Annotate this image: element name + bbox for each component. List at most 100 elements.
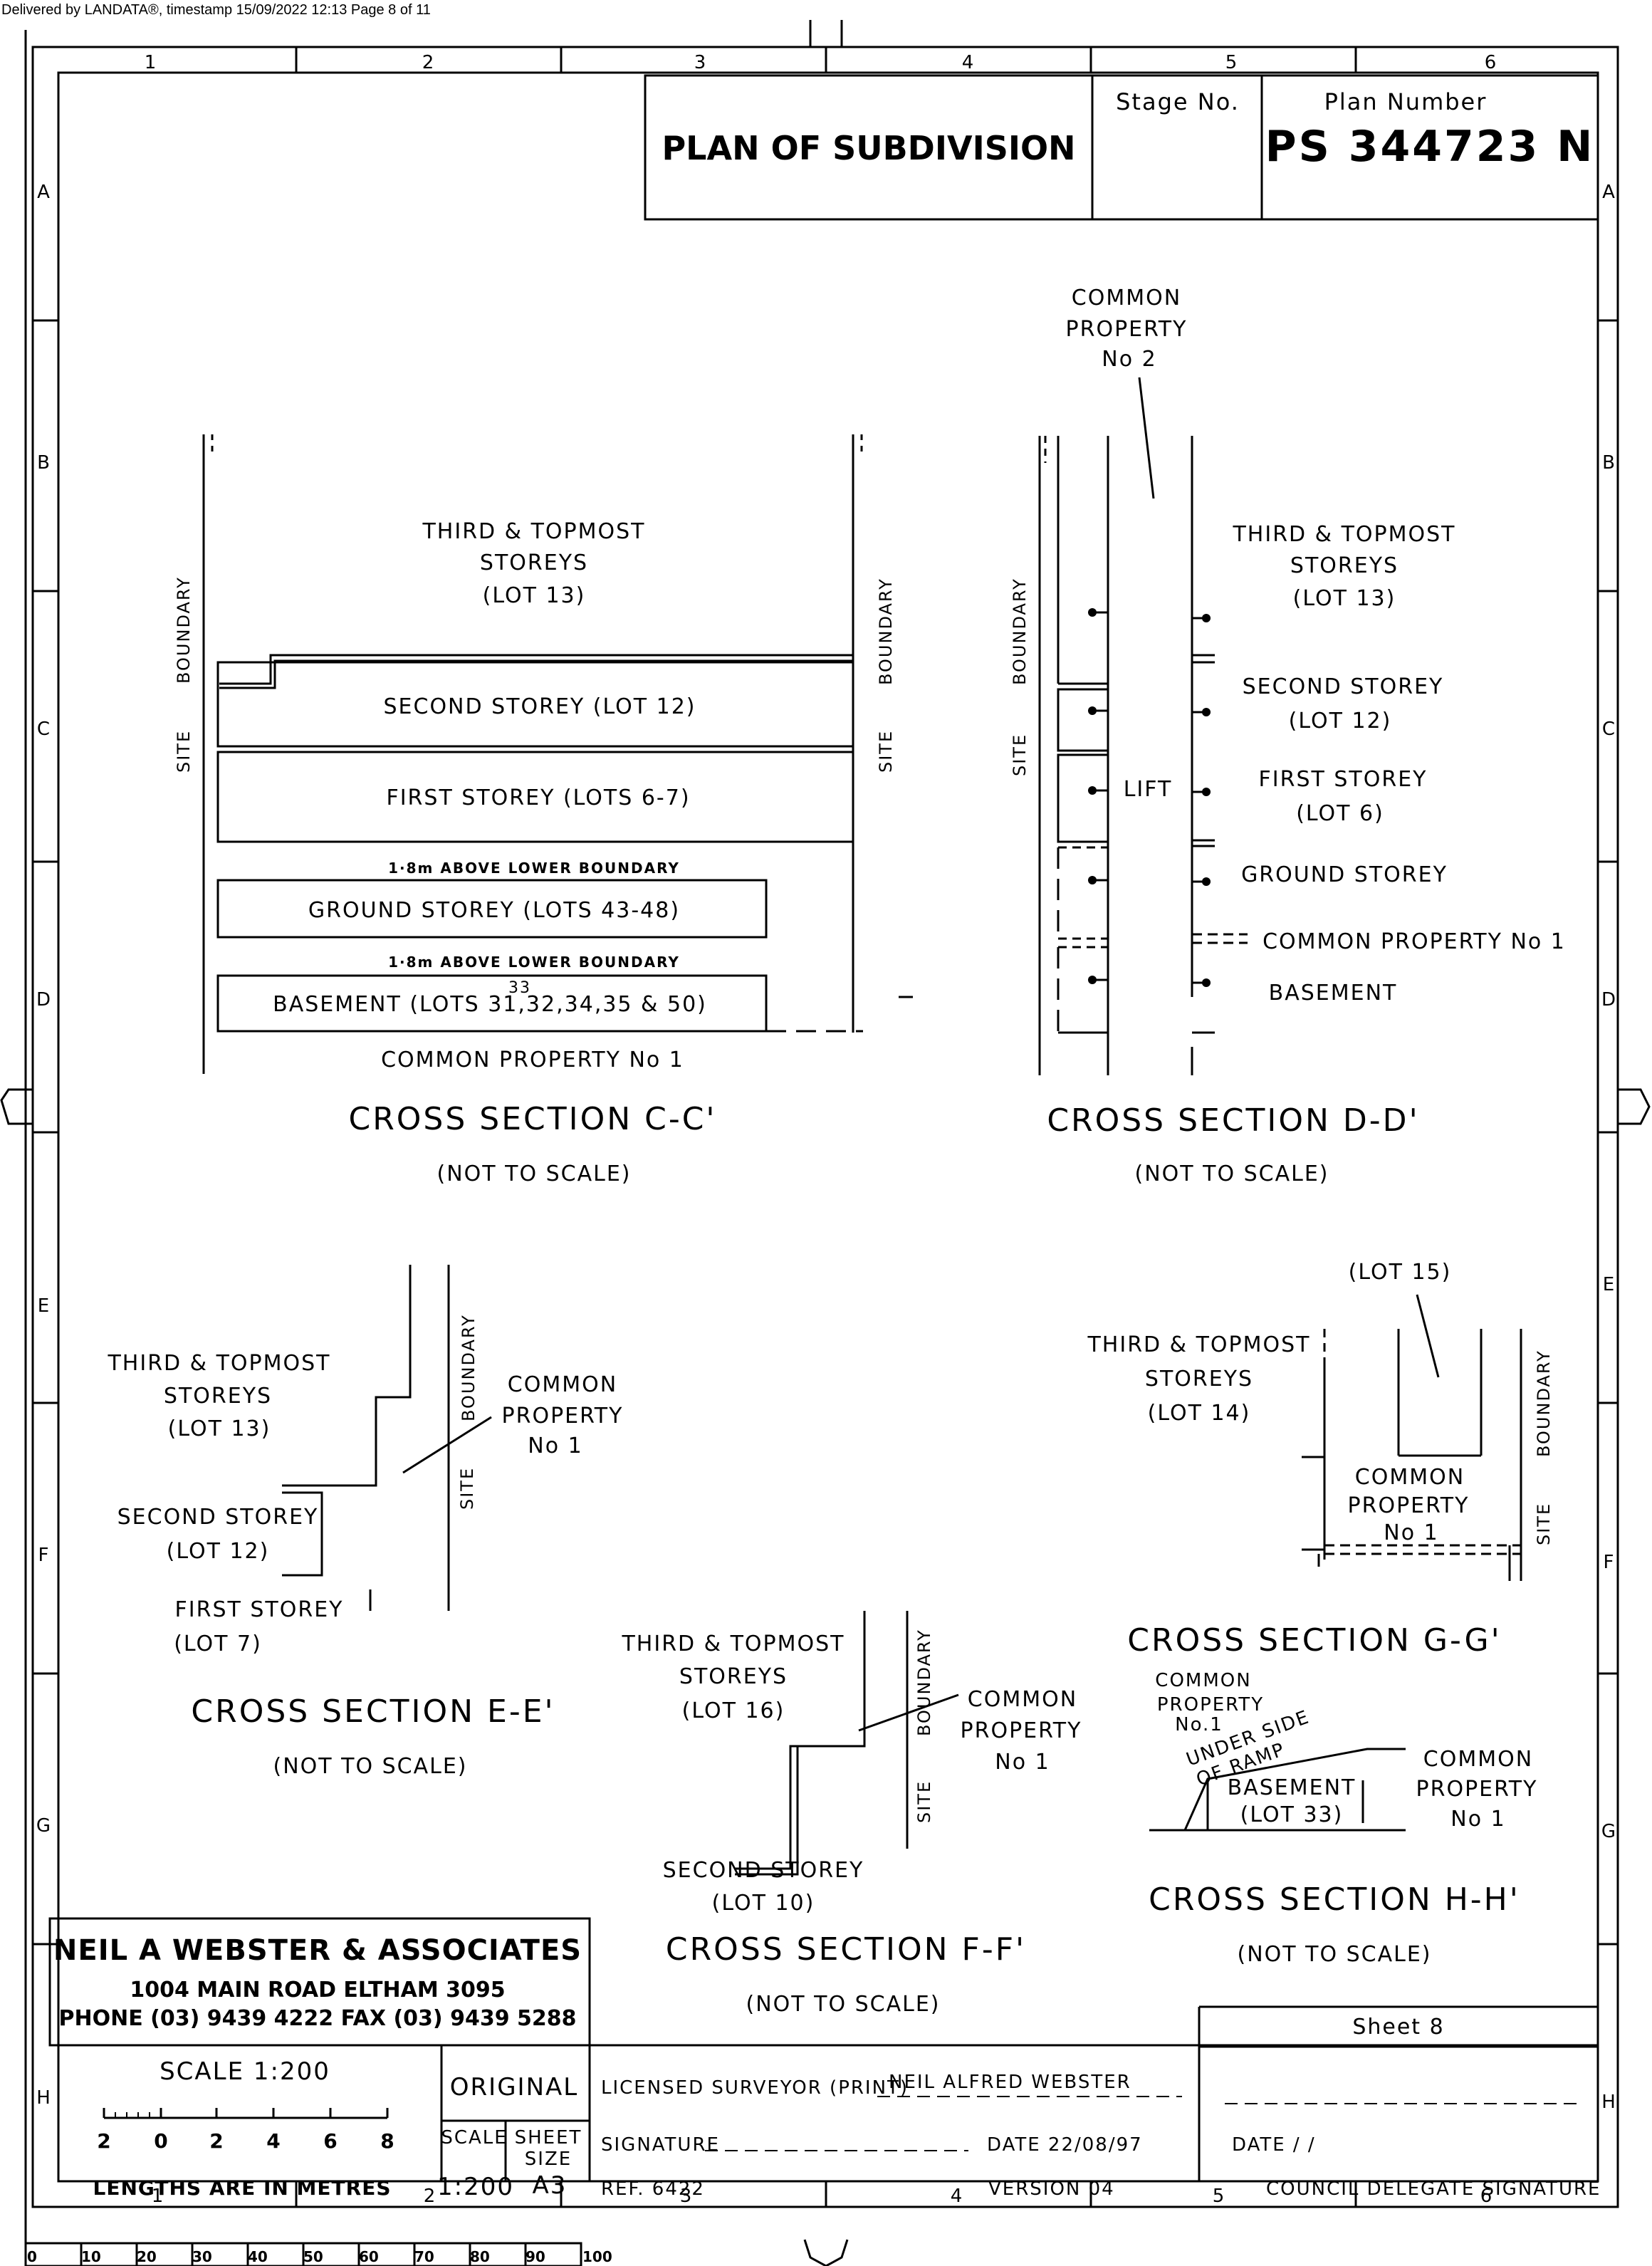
dd-title: CROSS SECTION D-D': [1047, 1102, 1419, 1139]
scale-bar-label: 2: [97, 2129, 110, 2153]
ee-boundary-label: BOUNDARY: [459, 1314, 479, 1421]
cc-title: CROSS SECTION C-C': [348, 1101, 716, 1137]
ee-second-label: SECOND STOREY: [117, 1505, 319, 1530]
section-ee-drawing: [282, 1265, 492, 1611]
cc-above-note: 1·8m ABOVE LOWER BOUNDARY: [388, 954, 680, 971]
dd-third-label: THIRD & TOPMOST: [1232, 522, 1455, 547]
gg-title: CROSS SECTION G-G': [1127, 1622, 1501, 1659]
scale-bar-label: 6: [323, 2129, 337, 2153]
col-label: 4: [962, 52, 976, 73]
council-date: DATE / /: [1232, 2134, 1316, 2156]
ee-cp-label: No 1: [528, 1434, 582, 1458]
sheet-size-label: SHEET: [515, 2127, 582, 2148]
dd-cp1-label: COMMON PROPERTY No 1: [1262, 929, 1566, 954]
col-label: 2: [424, 2186, 437, 2207]
inner-frame: [57, 71, 1599, 2183]
scale-bar-label: 4: [266, 2129, 280, 2153]
dd-site-label: SITE: [1010, 733, 1030, 776]
cc-site-label: SITE: [876, 730, 896, 773]
header-box: [644, 74, 1599, 221]
ee-third-label: STOREYS: [164, 1384, 272, 1409]
hh-cp-right-label: PROPERTY: [1416, 1777, 1538, 1802]
section-gg-drawing: [1302, 1294, 1522, 1581]
dd-first-label: FIRST STOREY: [1259, 767, 1428, 792]
ff-cp-label: PROPERTY: [961, 1718, 1082, 1743]
ff-cp-label: No 1: [995, 1750, 1050, 1775]
ee-cp-label: PROPERTY: [502, 1404, 624, 1429]
row-label: A: [1602, 182, 1616, 203]
surveyor-label: LICENSED SURVEYOR (PRINT): [601, 2077, 909, 2099]
col-label: 1: [152, 2186, 165, 2207]
ruler-label: 100: [582, 2248, 612, 2265]
hh-cp-right-label: COMMON: [1423, 1747, 1533, 1772]
ruler-label: 20: [137, 2248, 157, 2265]
ee-first-label: (LOT 7): [174, 1631, 262, 1656]
ruler-label: 60: [359, 2248, 379, 2265]
col-label: 3: [694, 52, 708, 73]
ee-third-label: THIRD & TOPMOST: [107, 1351, 330, 1376]
ff-title: CROSS SECTION F-F': [666, 1931, 1026, 1968]
ff-third-label: THIRD & TOPMOST: [621, 1631, 845, 1656]
hh-basement-label: (LOT 33): [1240, 1802, 1344, 1827]
dd-note: (NOT TO SCALE): [1135, 1161, 1329, 1186]
col-label: 5: [1225, 52, 1239, 73]
section-dd-drawing: [1038, 377, 1248, 1075]
ruler-label: 70: [414, 2248, 434, 2265]
cc-second-label: SECOND STOREY (LOT 12): [384, 694, 696, 719]
gg-site-label: SITE: [1534, 1503, 1554, 1545]
cc-third-label: STOREYS: [480, 550, 588, 575]
col-label: 1: [145, 52, 158, 73]
ee-cp-label: COMMON: [508, 1372, 617, 1397]
council-signature-label: COUNCIL DELEGATE SIGNATURE: [1266, 2178, 1601, 2200]
cc-third-label: THIRD & TOPMOST: [422, 519, 645, 544]
ee-first-label: FIRST STOREY: [175, 1597, 344, 1622]
dd-basement-label: BASEMENT: [1269, 981, 1398, 1006]
dd-cp2-label: COMMON: [1072, 286, 1181, 310]
ff-site-label: SITE: [914, 1780, 934, 1823]
title-block: [48, 1917, 1598, 2181]
firm-name: NEIL A WEBSTER & ASSOCIATES: [53, 1934, 582, 1967]
scale-label: SCALE: [441, 2127, 507, 2148]
ruler-label: 10: [81, 2248, 101, 2265]
ff-third-label: STOREYS: [679, 1664, 788, 1689]
ee-site-label: SITE: [457, 1467, 477, 1510]
ff-second-label: SECOND STOREY: [663, 1858, 864, 1883]
row-label: H: [36, 2087, 52, 2109]
hh-cp-left-label: COMMON: [1155, 1670, 1251, 1691]
cc-note: (NOT TO SCALE): [437, 1161, 632, 1186]
ee-third-label: (LOT 13): [168, 1416, 271, 1441]
dd-cp2-label: PROPERTY: [1066, 317, 1188, 342]
row-label: B: [1602, 452, 1616, 474]
ff-note: (NOT TO SCALE): [746, 1992, 941, 2017]
cc-third-label: (LOT 13): [483, 583, 586, 608]
survey-date: DATE 22/08/97: [987, 2134, 1143, 2156]
cc-boundary-label: BOUNDARY: [174, 576, 194, 684]
cc-basement-label: BASEMENT (LOTS 31,32,34,35 & 50): [273, 992, 707, 1017]
firm-phone: PHONE (03) 9439 4222 FAX (03) 9439 5288: [58, 2006, 576, 2031]
section-ff-drawing: [735, 1611, 959, 1876]
row-label: A: [37, 182, 51, 203]
section-cc-drawing: [202, 434, 913, 1074]
row-label: B: [37, 452, 51, 474]
col-label: 6: [1485, 52, 1498, 73]
row-label: E: [38, 1295, 51, 1317]
dd-third-label: STOREYS: [1290, 553, 1399, 578]
lengths-note: LENGTHS ARE IN METRES: [93, 2176, 392, 2200]
dd-ground-label: GROUND STOREY: [1241, 862, 1448, 887]
scale-title: SCALE 1:200: [160, 2057, 330, 2086]
dd-lift-label: LIFT: [1124, 777, 1173, 802]
row-label: G: [1601, 1821, 1617, 1842]
hh-cp-right-label: No 1: [1450, 1807, 1505, 1832]
row-label: C: [1602, 719, 1616, 740]
plan-number-label: Plan Number: [1324, 88, 1488, 115]
dd-boundary-label: BOUNDARY: [1010, 578, 1030, 685]
ff-cp-label: COMMON: [968, 1687, 1077, 1712]
gg-third-label: STOREYS: [1145, 1367, 1253, 1392]
sheet-size-label: SIZE: [525, 2148, 572, 2170]
dd-second-label: (LOT 12): [1289, 709, 1392, 733]
scale-bar-label: 2: [209, 2129, 223, 2153]
sheet-size-value: A3: [533, 2171, 568, 2200]
section-hh-drawing: [1149, 1748, 1406, 1832]
gg-lot15-label: (LOT 15): [1349, 1260, 1452, 1285]
